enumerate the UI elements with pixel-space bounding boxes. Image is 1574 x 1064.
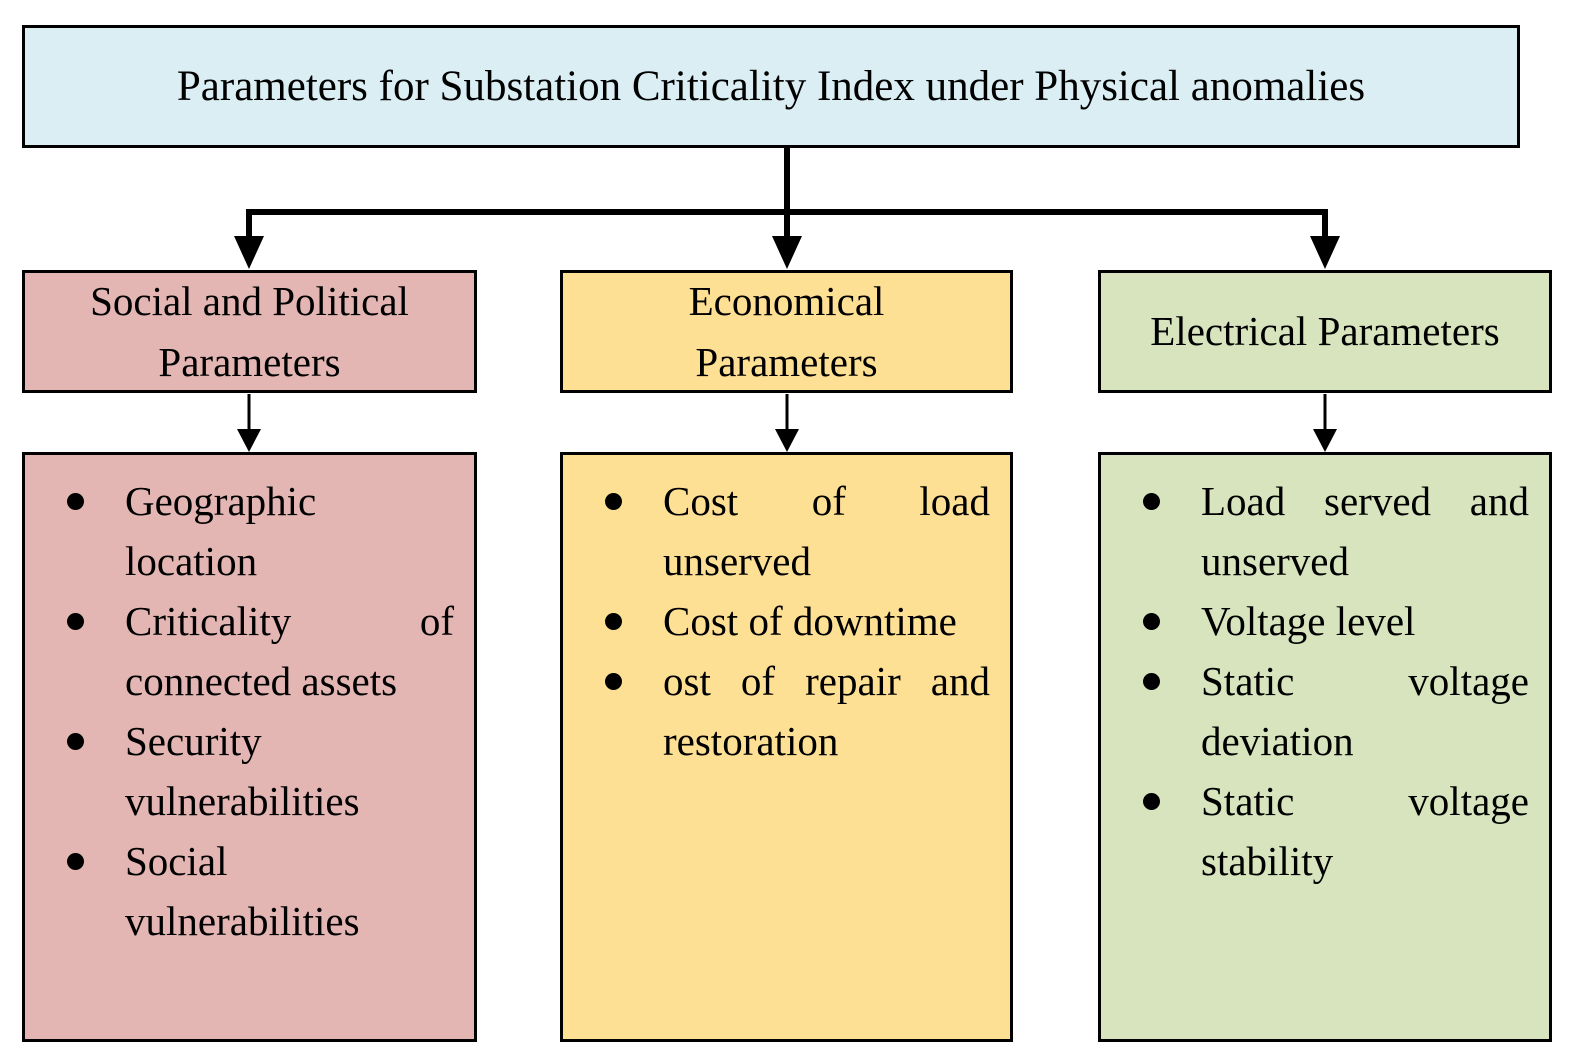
list-item: Load served and unserved	[1101, 471, 1529, 591]
header-line: Social and Political	[90, 277, 409, 324]
header-line: Electrical Parameters	[1150, 308, 1500, 354]
down-arrow-icon-social-header	[234, 236, 264, 269]
list-item: ost of repair and restoration	[563, 651, 990, 771]
down-arrow-icon-electrical-detail	[1313, 429, 1337, 452]
bullet-icon	[605, 673, 622, 690]
down-arrow-icon-economical-detail	[775, 429, 799, 452]
bullet-icon	[605, 613, 622, 630]
list-item: Static voltage deviation	[1101, 651, 1529, 771]
bullet-icon	[67, 493, 84, 510]
list-item: Security vulnerabilities	[25, 711, 454, 831]
list-item: Cost of downtime	[563, 591, 990, 651]
bullet-icon	[1143, 793, 1160, 810]
bullet-icon	[1143, 493, 1160, 510]
list-item: Criticality of connected assets	[25, 591, 454, 711]
header-box-economical: Economical Parameters	[560, 270, 1013, 393]
header-box-social: Social and Political Parameters	[22, 270, 477, 393]
header-line: Parameters	[695, 338, 878, 385]
header-line: Parameters	[158, 338, 341, 385]
list-item: Social vulnerabilities	[25, 831, 454, 951]
down-arrow-icon-social-detail	[237, 429, 261, 452]
list-item: Voltage level	[1101, 591, 1529, 651]
down-arrow-icon-electrical-header	[1310, 236, 1340, 269]
header-box-electrical: Electrical Parameters	[1098, 270, 1552, 393]
detail-box-economical: Cost of load unserved Cost of downtime o…	[560, 452, 1013, 1042]
bullet-icon	[1143, 673, 1160, 690]
bullet-icon	[67, 853, 84, 870]
detail-box-social: Geographic location Criticality of conne…	[22, 452, 477, 1042]
list-item: Static voltage stability	[1101, 771, 1529, 891]
detail-box-electrical: Load served and unserved Voltage level S…	[1098, 452, 1552, 1042]
list-item: Cost of load unserved	[563, 471, 990, 591]
bullet-icon	[1143, 613, 1160, 630]
bullet-icon	[67, 613, 84, 630]
bullet-icon	[67, 733, 84, 750]
list-item: Geographic location	[25, 471, 454, 591]
title-box: Parameters for Substation Criticality In…	[22, 25, 1520, 148]
bullet-icon	[605, 493, 622, 510]
header-line: Economical	[688, 277, 885, 324]
down-arrow-icon-economical-header	[772, 236, 802, 269]
